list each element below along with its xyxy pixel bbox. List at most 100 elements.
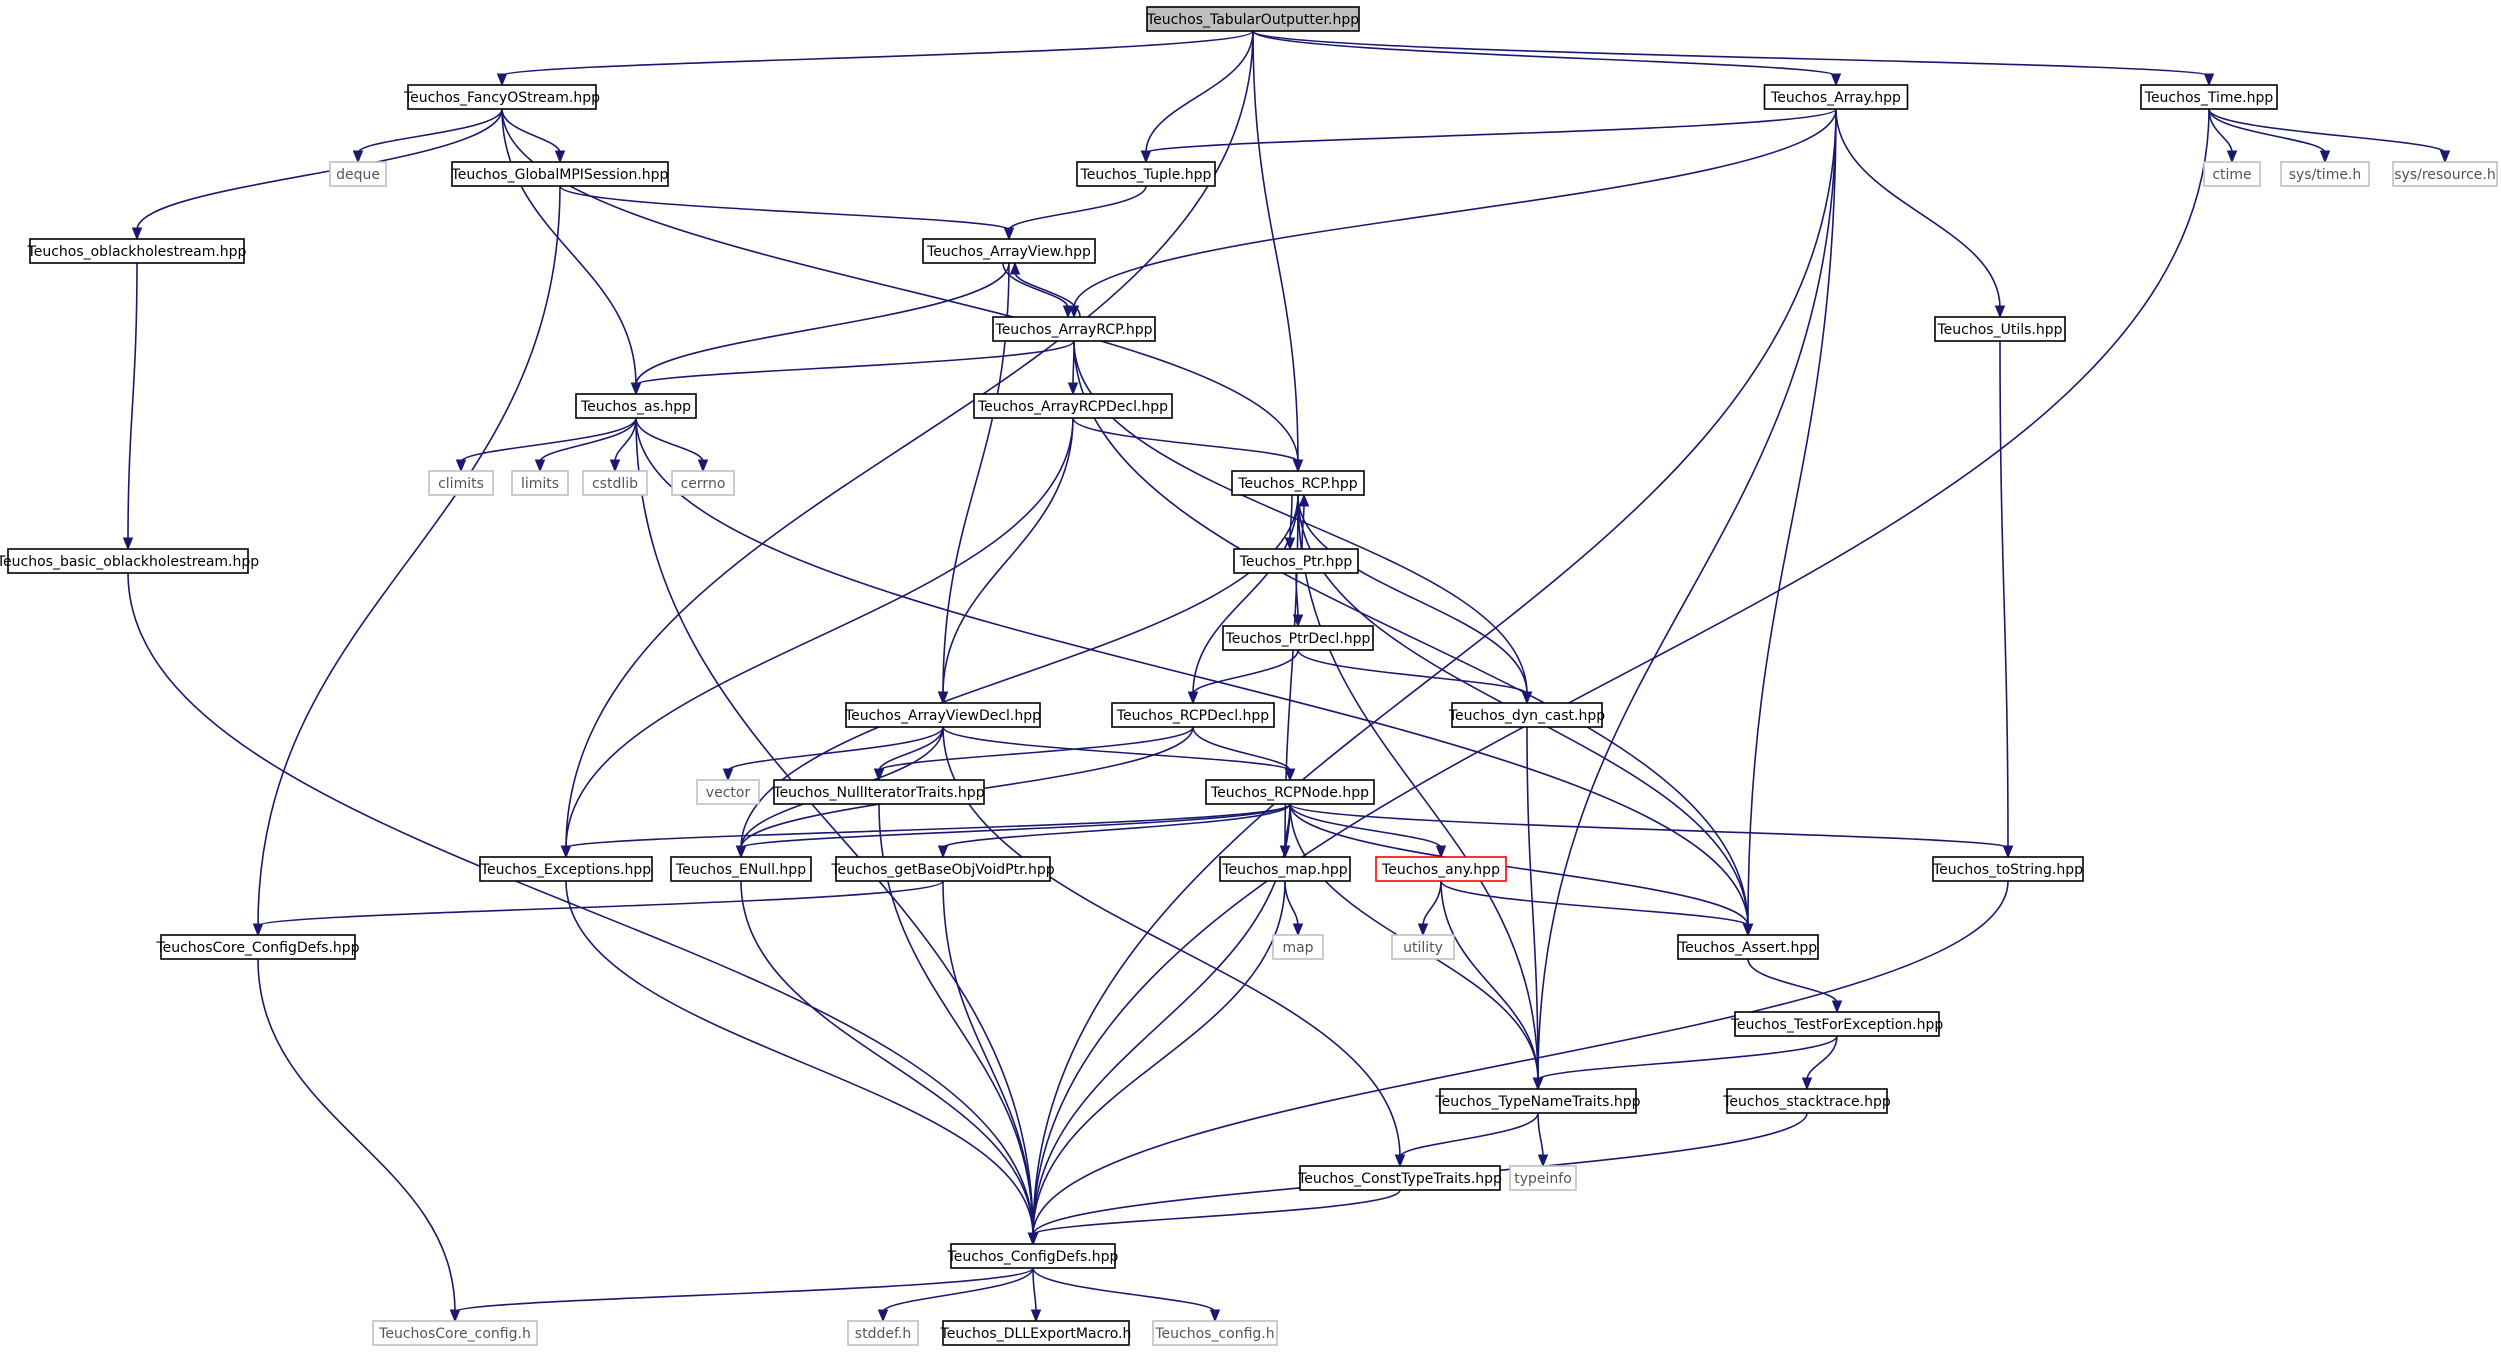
edge-map-to-mapsys: [1284, 880, 1304, 937]
node-ptrdecl[interactable]: Teuchos_PtrDecl.hpp: [1222, 625, 1374, 651]
node-label: Teuchos_ArrayView.hpp: [926, 244, 1091, 260]
edge-arrowhead: [252, 923, 264, 937]
edge-rcpnode-to-exceptions: [560, 803, 1291, 859]
edge-arrowhead: [2319, 150, 2331, 164]
edge-arrowhead: [1030, 1309, 1042, 1323]
node-any[interactable]: Teuchos_any.hpp: [1375, 856, 1507, 882]
edge-line: [1032, 880, 2009, 1236]
node-dyncast[interactable]: Teuchos_dyn_cast.hpp: [1448, 702, 1605, 728]
node-sysresource: sys/resource.h: [2392, 161, 2498, 187]
node-as[interactable]: Teuchos_as.hpp: [575, 393, 697, 419]
node-systime: sys/time.h: [2280, 161, 2370, 187]
node-box: [1205, 779, 1375, 805]
edge-rcpnode-to-assert: [1289, 803, 1754, 937]
edge-line: [1284, 880, 1299, 927]
edge-arrayrcpdecl-to-rcp: [1072, 417, 1304, 473]
node-map[interactable]: Teuchos_map.hpp: [1219, 856, 1351, 882]
node-cstdlib: cstdlib: [582, 470, 648, 496]
node-exceptions[interactable]: Teuchos_Exceptions.hpp: [479, 856, 653, 882]
edge-arrowhead: [1532, 1077, 1544, 1091]
edge-arrowhead: [1994, 305, 2006, 319]
node-time[interactable]: Teuchos_Time.hpp: [2140, 84, 2278, 110]
node-basicoblack[interactable]: Teuchos_basic_oblackholestream.hpp: [0, 548, 259, 574]
edge-line: [1192, 494, 1299, 695]
edge-arrowhead: [630, 382, 642, 396]
node-consttype[interactable]: Teuchos_ConstTypeTraits.hpp: [1297, 1165, 1502, 1191]
node-nulliter[interactable]: Teuchos_NullIteratorTraits.hpp: [772, 779, 985, 805]
node-dllexport[interactable]: Teuchos_DLLExportMacro.h: [940, 1320, 1132, 1346]
edge-line: [1192, 649, 1299, 695]
node-stacktrace[interactable]: Teuchos_stacktrace.hpp: [1722, 1088, 1891, 1114]
node-box: [773, 779, 985, 805]
node-ptr[interactable]: Teuchos_Ptr.hpp: [1233, 548, 1359, 574]
node-oblackhole[interactable]: Teuchos_oblackholestream.hpp: [27, 238, 247, 264]
edge-line: [257, 880, 944, 927]
edge-arrayrcpdecl-to-arrayviewdecl: [937, 417, 1074, 705]
edge-arrowhead: [1537, 1154, 1549, 1168]
node-typename[interactable]: Teuchos_TypeNameTraits.hpp: [1434, 1088, 1641, 1114]
edge-line: [257, 185, 561, 927]
edge-line: [357, 108, 503, 154]
edge-arrowhead: [455, 459, 467, 473]
node-arrayrcp[interactable]: Teuchos_ArrayRCP.hpp: [992, 316, 1156, 342]
edge-line: [1252, 30, 1837, 77]
node-arrayrcpdecl[interactable]: Teuchos_ArrayRCPDecl.hpp: [973, 393, 1173, 419]
edge-arrowhead: [877, 1309, 889, 1323]
edge-line: [2208, 108, 2446, 154]
edge-arrowhead: [352, 150, 364, 164]
node-testforexc[interactable]: Teuchos_TestForException.hpp: [1730, 1011, 1944, 1037]
node-climits: climits: [428, 470, 494, 496]
node-box: [1222, 625, 1374, 651]
node-getbase[interactable]: Teuchos_getBaseObjVoidPtr.hpp: [830, 856, 1055, 882]
node-utils[interactable]: Teuchos_Utils.hpp: [1934, 316, 2066, 342]
node-label: Teuchos_Time.hpp: [2144, 90, 2274, 106]
node-configdefs[interactable]: Teuchos_ConfigDefs.hpp: [947, 1243, 1119, 1269]
edge-arrowhead: [1298, 493, 1310, 507]
edge-rcpnode-to-enull: [735, 803, 1291, 859]
node-array[interactable]: Teuchos_Array.hpp: [1763, 84, 1909, 110]
edge-arrowhead: [1027, 1232, 1039, 1246]
node-rcpnode[interactable]: Teuchos_RCPNode.hpp: [1205, 779, 1375, 805]
node-utility: utility: [1391, 934, 1455, 960]
node-label: Teuchos_DLLExportMacro.h: [940, 1326, 1132, 1342]
node-box: [1391, 934, 1455, 960]
edge-line: [1032, 1267, 1037, 1313]
node-rcpdecl[interactable]: Teuchos_RCPDecl.hpp: [1111, 702, 1275, 728]
node-tabular[interactable]: Teuchos_TabularOutputter.hpp: [1146, 6, 1360, 32]
node-assert[interactable]: Teuchos_Assert.hpp: [1677, 934, 1819, 960]
edge-arrowhead: [1009, 261, 1021, 275]
edge-line: [1073, 108, 1837, 309]
node-coreconfigdefs[interactable]: TeuchosCore_ConfigDefs.hpp: [155, 934, 360, 960]
node-box: [2392, 161, 2498, 187]
edge-arrowhead: [1284, 768, 1296, 782]
edge-configdefs-to-stddef: [877, 1267, 1034, 1323]
node-label: stddef.h: [855, 1326, 911, 1342]
node-box: [670, 856, 812, 882]
node-tuple[interactable]: Teuchos_Tuple.hpp: [1076, 161, 1216, 187]
edge-configdefs-to-coreconfigh: [449, 1267, 1034, 1323]
node-label: Teuchos_Utils.hpp: [1937, 322, 2063, 338]
node-box: [29, 238, 245, 264]
edge-consttype-to-configdefs: [1027, 1189, 1401, 1246]
edge-line: [1422, 880, 1442, 927]
node-label: TeuchosCore_ConfigDefs.hpp: [155, 940, 359, 956]
node-label: Teuchos_ArrayViewDecl.hpp: [844, 708, 1041, 724]
edge-arrowhead: [1292, 923, 1304, 937]
node-rcp[interactable]: Teuchos_RCP.hpp: [1231, 470, 1365, 496]
node-fancy[interactable]: Teuchos_FancyOStream.hpp: [403, 84, 600, 110]
node-arrayview[interactable]: Teuchos_ArrayView.hpp: [922, 238, 1096, 264]
node-box: [1932, 856, 2084, 882]
edge-arrowhead: [1067, 382, 1079, 396]
edge-line: [1526, 726, 1539, 1081]
edge-ptrdecl-to-rcpdecl: [1187, 649, 1299, 705]
node-label: Teuchos_as.hpp: [580, 399, 691, 415]
node-box: [479, 856, 653, 882]
edge-time-to-sysresource: [2208, 108, 2451, 164]
node-enull[interactable]: Teuchos_ENull.hpp: [670, 856, 812, 882]
node-arrayviewdecl[interactable]: Teuchos_ArrayViewDecl.hpp: [844, 702, 1041, 728]
node-tostring[interactable]: Teuchos_toString.hpp: [1932, 856, 2084, 882]
node-globalmpi[interactable]: Teuchos_GlobalMPISession.hpp: [451, 161, 669, 187]
edge-line: [1399, 1112, 1539, 1158]
